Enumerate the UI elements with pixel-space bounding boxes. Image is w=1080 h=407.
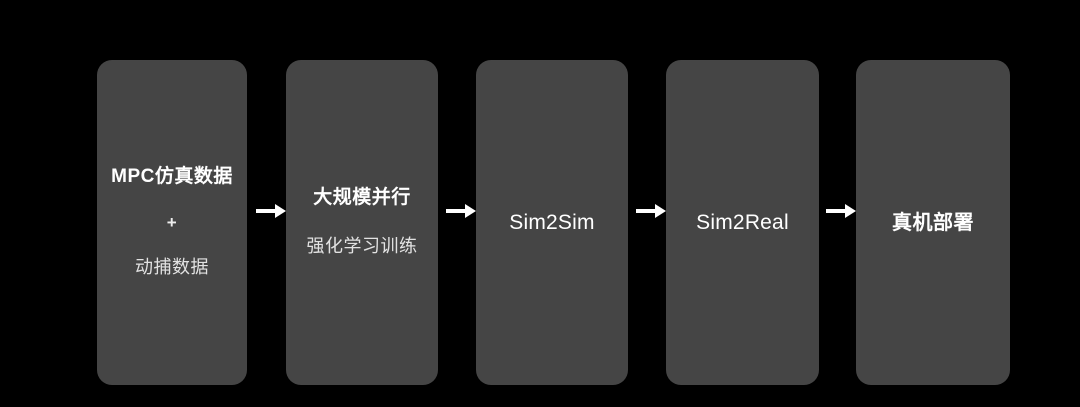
- stage-box-3[interactable]: Sim2Sim: [476, 60, 628, 385]
- arrow-right-icon-2: [446, 200, 476, 222]
- stage-box-2[interactable]: 大规模并行 强化学习训练: [286, 60, 438, 385]
- stage-box-1[interactable]: MPC仿真数据 + 动捕数据: [97, 60, 247, 385]
- stage-1-line-2: +: [166, 212, 178, 232]
- stage-1-text-block: MPC仿真数据 + 动捕数据: [97, 165, 247, 278]
- arrow-head: [275, 204, 286, 218]
- arrow-right-icon-1: [256, 200, 286, 222]
- arrow-right-icon-4: [826, 200, 856, 222]
- arrow-shaft: [826, 209, 846, 213]
- stage-1-line-1: MPC仿真数据: [111, 165, 233, 187]
- arrow-shaft: [446, 209, 466, 213]
- arrow-shaft: [256, 209, 276, 213]
- stage-5-line-1: 真机部署: [892, 211, 974, 234]
- arrow-head: [465, 204, 476, 218]
- stage-box-5[interactable]: 真机部署: [856, 60, 1010, 385]
- stage-3-text-block: Sim2Sim: [476, 211, 628, 234]
- stage-2-text-block: 大规模并行 强化学习训练: [286, 187, 438, 257]
- arrow-head: [845, 204, 856, 218]
- stage-4-line-1: Sim2Real: [696, 210, 789, 234]
- arrow-head: [655, 204, 666, 218]
- stage-4-text-block: Sim2Real: [666, 211, 819, 234]
- stage-1-line-3: 动捕数据: [135, 257, 209, 278]
- stage-5-text-block: 真机部署: [856, 212, 1010, 234]
- stage-box-4[interactable]: Sim2Real: [666, 60, 819, 385]
- arrow-shaft: [636, 209, 656, 213]
- stage-2-line-2: 强化学习训练: [306, 236, 418, 257]
- arrow-right-icon-3: [636, 200, 666, 222]
- stage-3-line-1: Sim2Sim: [509, 210, 595, 234]
- stage-2-line-1: 大规模并行: [313, 187, 411, 209]
